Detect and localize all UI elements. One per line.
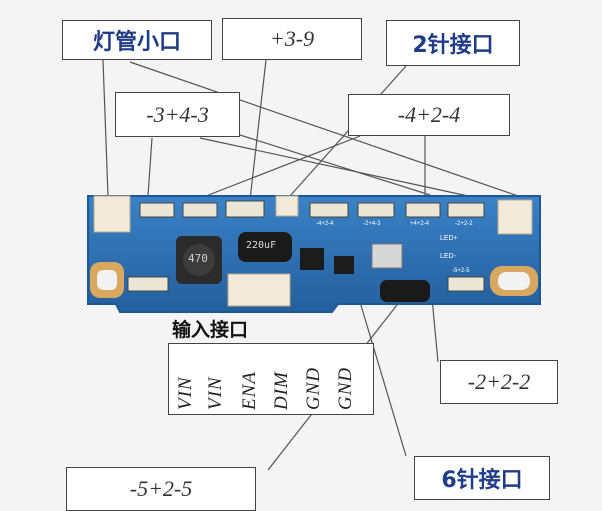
connector-marking-e: -5+2-5 <box>452 268 470 274</box>
pin-label-1: VIN <box>175 376 196 410</box>
input-port-label: 输入接口 <box>172 319 249 341</box>
led-plus-marking: LED+ <box>440 235 458 242</box>
minus-4-2-4-label: -4+2-4 <box>348 94 510 136</box>
led-minus-marking: LED- <box>440 253 456 260</box>
minus-2-2-2-label: -2+2-2 <box>440 360 558 404</box>
pin-label-3: ENA <box>239 371 260 410</box>
pin-list-box: VIN VIN ENA DIM GND GND <box>168 343 374 415</box>
connector-marking-c: +4+2-4 <box>410 221 430 227</box>
plus-3-9-label: +3-9 <box>222 18 362 60</box>
capacitor-marking: 220uF <box>246 240 277 251</box>
inductor-marking: 470 <box>188 252 208 265</box>
minus-3-4-3-label: -3+4-3 <box>115 92 240 137</box>
connector-marking-a: -4+2-4 <box>316 221 334 227</box>
lamp-port-label: 灯管小口 <box>62 20 212 60</box>
six-pin-port-label: 6针接口 <box>414 456 550 500</box>
two-pin-port-label: 2针接口 <box>386 20 520 66</box>
pin-label-5: GND <box>303 366 324 410</box>
connector-marking-b: -2+4-3 <box>363 221 381 227</box>
pin-label-4: DIM <box>271 371 292 410</box>
pin-label-2: VIN <box>205 376 226 410</box>
connector-marking-d: -2+2-2 <box>455 221 473 227</box>
pin-label-6: GND <box>335 366 356 410</box>
minus-5-2-5-label: -5+2-5 <box>66 467 256 511</box>
